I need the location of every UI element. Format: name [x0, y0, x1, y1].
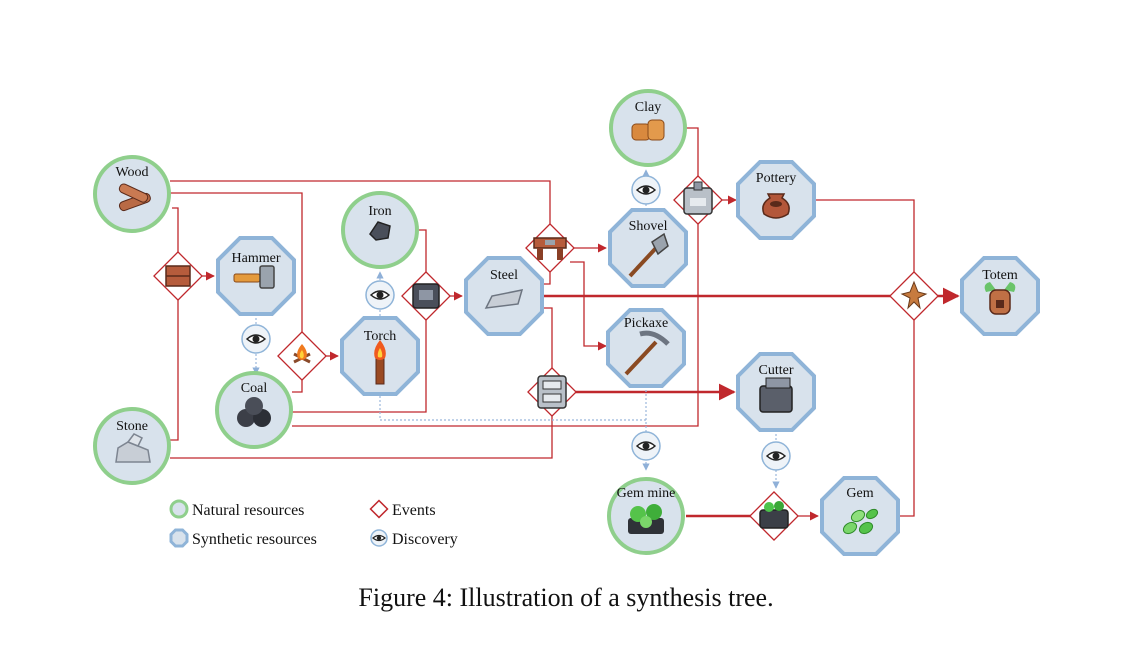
event-cutter-crafting — [527, 367, 577, 417]
event-hammer-crafting — [153, 251, 203, 301]
node-label: Stone — [116, 419, 148, 434]
node-label: Gem mine — [617, 486, 676, 501]
node-label: Pickaxe — [624, 316, 668, 331]
node-shovel: Shovel — [608, 208, 688, 288]
legend-label: Synthetic resources — [192, 531, 317, 548]
edge-shovel-event-to-pickaxe — [570, 261, 607, 351]
edge-clay-to-pottery-event — [686, 127, 699, 178]
figure-caption: Figure 4: Illustration of a synthesis tr… — [358, 583, 773, 612]
coal-icon — [237, 397, 271, 427]
edge-stone-to-cutter-event — [170, 412, 553, 459]
discovery-markers — [241, 175, 791, 471]
synthetic-resources: Hammer Torch Steel Shovel — [216, 160, 1040, 556]
torch-icon — [374, 340, 386, 385]
statue-icon — [900, 280, 928, 310]
furnace-icon — [412, 283, 440, 309]
event-pottery-crafting — [673, 175, 723, 225]
edge-coal-to-pottery-event — [292, 218, 699, 427]
edge-wood-to-campfire — [170, 192, 303, 335]
edge-iron-to-steel-event — [418, 229, 427, 272]
edge-coal-to-steel-event — [292, 318, 427, 413]
stone-icon — [115, 433, 151, 463]
cauldron-icon — [759, 501, 789, 529]
node-stone: Stone — [93, 407, 171, 485]
node-label: Pottery — [756, 171, 796, 186]
discovery-edge-torch-gem-mine — [379, 396, 646, 421]
node-label: Coal — [241, 381, 268, 396]
discovery-eye-cutter-gem — [761, 441, 791, 471]
discovery-eye-torch-iron — [365, 280, 395, 310]
shovel-icon — [628, 232, 669, 278]
steel-ingot-icon — [484, 289, 524, 309]
discovery-eye-shovel-clay — [631, 175, 661, 205]
hammer-icon — [233, 265, 275, 289]
event-tool-crafting — [525, 223, 575, 273]
node-clay: Clay — [609, 89, 687, 167]
wood-icon — [118, 183, 151, 212]
node-label: Cutter — [759, 363, 794, 378]
edge-steel-to-shovel-event — [542, 268, 551, 285]
node-pottery: Pottery — [736, 160, 816, 240]
clay-icon — [631, 119, 665, 141]
natural-resources: Wood Stone Coal Iron — [93, 89, 687, 555]
legend-item-natural: Natural resources — [169, 499, 304, 519]
events — [153, 175, 939, 541]
edge-wood-to-shovel-event — [170, 180, 551, 228]
edge-wood-to-hammer-event — [172, 207, 179, 252]
node-pickaxe: Pickaxe — [606, 308, 686, 388]
node-label: Iron — [368, 204, 391, 219]
node-hammer: Hammer — [216, 236, 296, 316]
node-label: Hammer — [232, 251, 281, 266]
node-label: Clay — [635, 100, 661, 115]
discovery-eye-hammer-coal — [241, 324, 271, 354]
workbench-icon — [533, 237, 567, 260]
node-coal: Coal — [215, 371, 293, 449]
legend-item-synthetic: Synthetic resources — [169, 528, 317, 548]
node-steel: Steel — [464, 256, 544, 336]
node-label: Totem — [982, 268, 1018, 283]
discovery-eye-gem-mine — [631, 431, 661, 461]
event-campfire — [277, 331, 327, 381]
legend-label: Discovery — [392, 531, 458, 548]
node-totem: Totem — [960, 256, 1040, 336]
node-gem: Gem — [820, 476, 900, 556]
edge-coal-to-campfire — [292, 376, 303, 393]
edges — [170, 127, 960, 521]
node-label: Steel — [490, 268, 518, 283]
legend-label: Natural resources — [192, 502, 304, 519]
event-steel-forging — [401, 271, 451, 321]
kiln-icon — [683, 181, 713, 215]
node-label: Wood — [115, 165, 148, 180]
edge-stone-to-hammer-event — [170, 300, 179, 441]
legend-item-discovery: Discovery — [370, 529, 458, 548]
legend: Natural resources Synthetic resources Ev… — [169, 499, 458, 548]
legend-label: Events — [392, 502, 436, 519]
legend-item-events: Events — [369, 499, 436, 519]
pottery-icon — [762, 193, 790, 219]
event-gem-refining — [749, 491, 799, 541]
pickaxe-icon — [624, 330, 670, 376]
cutter-icon — [759, 377, 793, 413]
gem-mine-icon — [628, 504, 664, 534]
iron-icon — [369, 221, 391, 241]
campfire-icon — [293, 344, 311, 364]
node-torch: Torch — [340, 316, 420, 396]
node-gem-mine: Gem mine — [607, 477, 685, 555]
node-cutter: Cutter — [736, 352, 816, 432]
node-label: Shovel — [629, 219, 668, 234]
node-wood: Wood — [93, 155, 171, 233]
totem-icon — [984, 282, 1016, 315]
node-iron: Iron — [341, 191, 419, 269]
event-totem-crafting — [889, 271, 939, 321]
edge-gem-to-totem-event — [898, 318, 915, 517]
machine-icon — [537, 375, 567, 409]
gem-icon — [842, 508, 879, 535]
edge-pottery-to-totem-event — [816, 199, 915, 272]
node-label: Torch — [364, 329, 396, 344]
edge-steel-to-cutter-event — [542, 307, 553, 370]
node-label: Gem — [846, 486, 873, 501]
